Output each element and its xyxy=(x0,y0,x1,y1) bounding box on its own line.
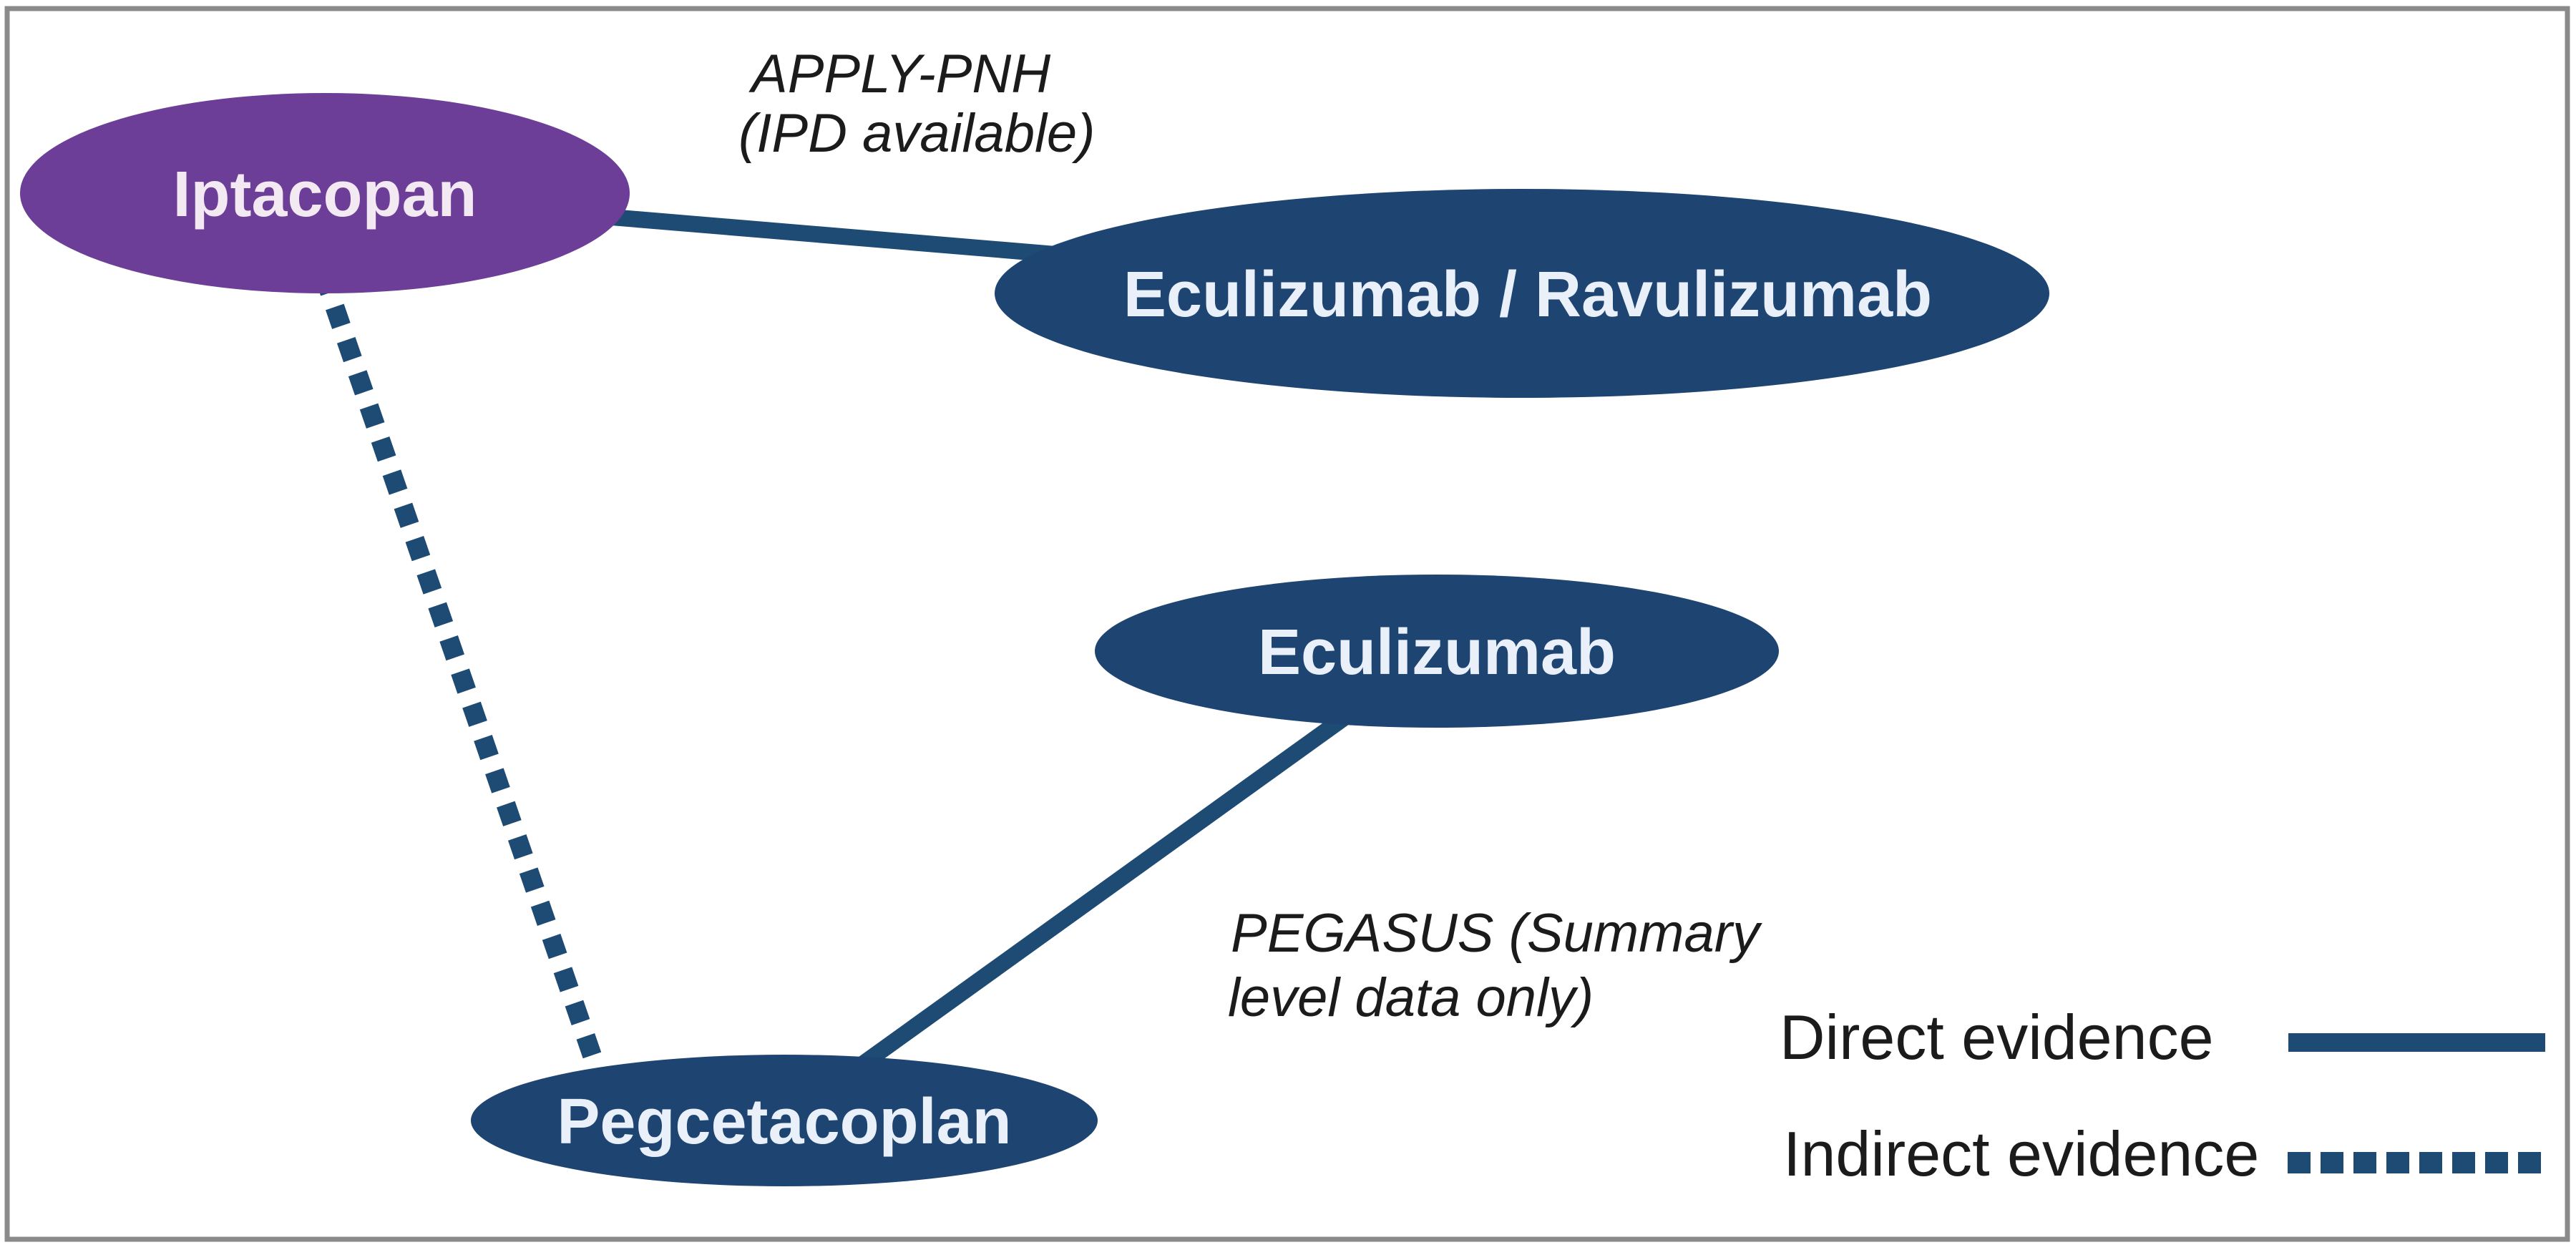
node-iptacopan-label: Iptacopan xyxy=(172,159,477,230)
edge-direct-pegasus xyxy=(779,644,1442,1128)
node-pegcetacoplan-label: Pegcetacoplan xyxy=(557,1086,1011,1158)
edge-label-apply-pnh-line2: (IPD available) xyxy=(738,103,1095,164)
edge-label-pegasus-line1: PEGASUS (Summary xyxy=(1231,903,1762,964)
legend-indirect-evidence-label: Indirect evidence xyxy=(1783,1118,2259,1189)
edge-indirect-iptacopan-pegcetacoplan xyxy=(291,204,621,1116)
node-eculizumab-label: Eculizumab xyxy=(1258,617,1616,688)
node-pegcetacoplan-ellipse xyxy=(471,1055,1098,1186)
node-iptacopan-ellipse xyxy=(20,93,630,293)
legend: Direct evidence Indirect evidence xyxy=(1780,1002,2545,1189)
node-eculizumab-ellipse xyxy=(1095,575,1779,728)
legend-direct-evidence-label: Direct evidence xyxy=(1780,1002,2214,1073)
figure-frame-border xyxy=(4,6,2570,1242)
edge-label-apply-pnh-line1: APPLY-PNH xyxy=(748,44,1050,104)
node-eculizumab-ravulizumab-ellipse xyxy=(995,189,2049,398)
node-eculizumab-ravulizumab-label: Eculizumab / Ravulizumab xyxy=(1123,259,1932,331)
edge-label-pegasus-line2: level data only) xyxy=(1228,967,1594,1028)
